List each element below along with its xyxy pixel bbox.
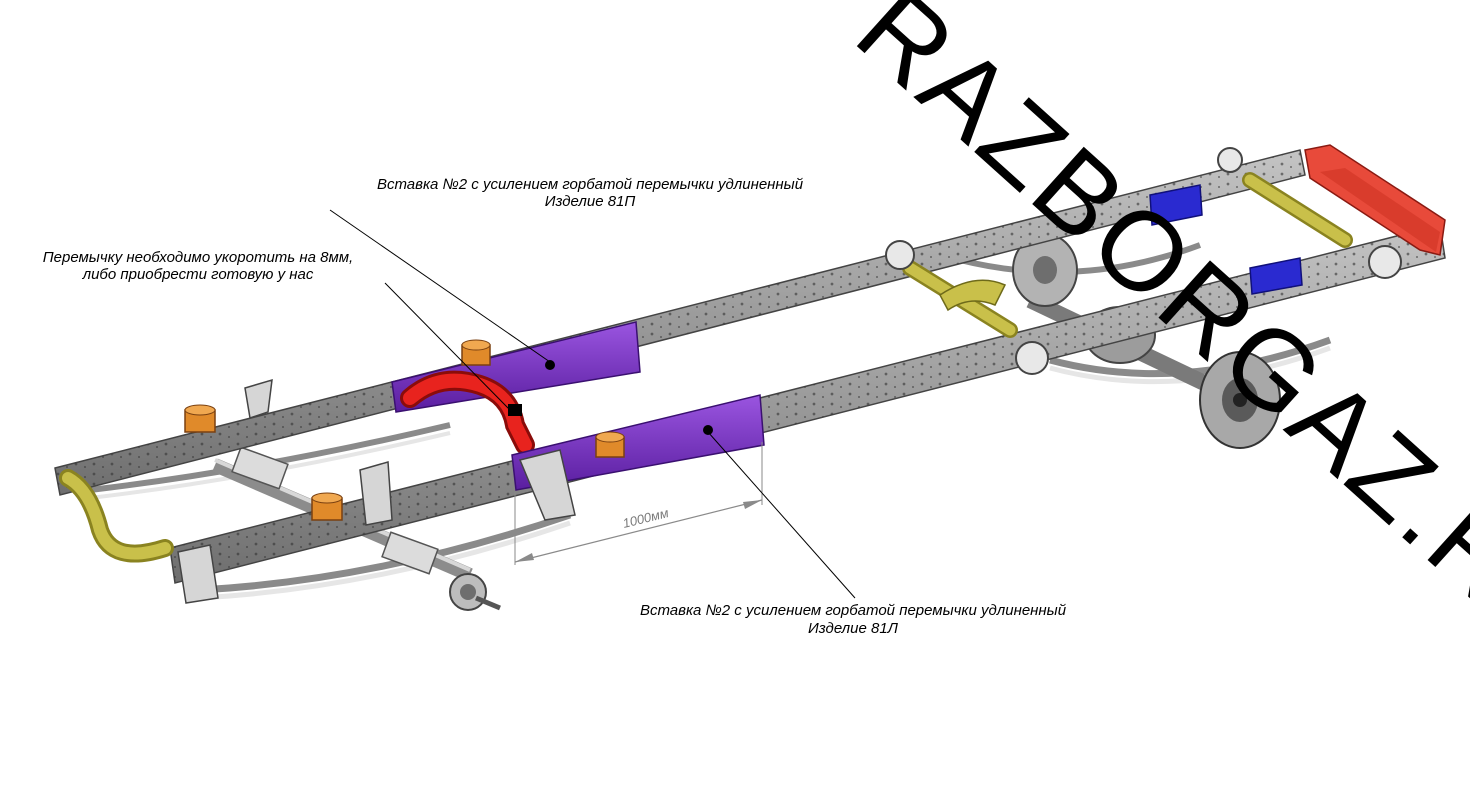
- rear-blue-brackets: [1149, 184, 1303, 295]
- watermark: RAZBORGAZ.RU: [834, 0, 1470, 685]
- front-brackets: [177, 378, 576, 604]
- rear-end-frame: [1304, 144, 1446, 256]
- leader-crossmember: [384, 282, 511, 411]
- front-bumper-tube: [59, 469, 174, 563]
- label-crossmember-line2: либо приобрести готовую у нас: [82, 266, 314, 283]
- insert-81p: [391, 321, 641, 413]
- label-insert-81p-line2: Изделие 81П: [545, 193, 636, 210]
- label-insert-81l-line2: Изделие 81Л: [808, 620, 899, 637]
- label-crossmember-line1: Перемычку необходимо укоротить на 8мм,: [43, 249, 353, 266]
- mount-mid-right: [461, 339, 491, 366]
- front-leaf-spring-left: [199, 511, 572, 601]
- dimension-label: 1000мм: [621, 505, 670, 531]
- rear-leaf-spring-right: [959, 242, 1202, 275]
- frame-rail-right: [54, 149, 1306, 496]
- humped-crossmember: [400, 370, 535, 455]
- insert-81l: [511, 394, 765, 491]
- rear-brake-drum: [1199, 351, 1281, 449]
- mount-front-right: [184, 404, 216, 433]
- leader-insert-81l: [707, 431, 856, 599]
- label-insert-81l-line1: Вставка №2 с усилением горбатой перемычк…: [640, 602, 1067, 619]
- mount-mid-left: [595, 431, 625, 458]
- mount-front-left: [311, 492, 343, 521]
- rear-cross-tube: [902, 172, 1353, 338]
- leader-insert-81p: [329, 209, 551, 363]
- label-insert-81p-line1: Вставка №2 с усилением горбатой перемычк…: [377, 176, 804, 193]
- front-hub: [449, 573, 501, 611]
- rear-spring-eyes: [885, 147, 1402, 375]
